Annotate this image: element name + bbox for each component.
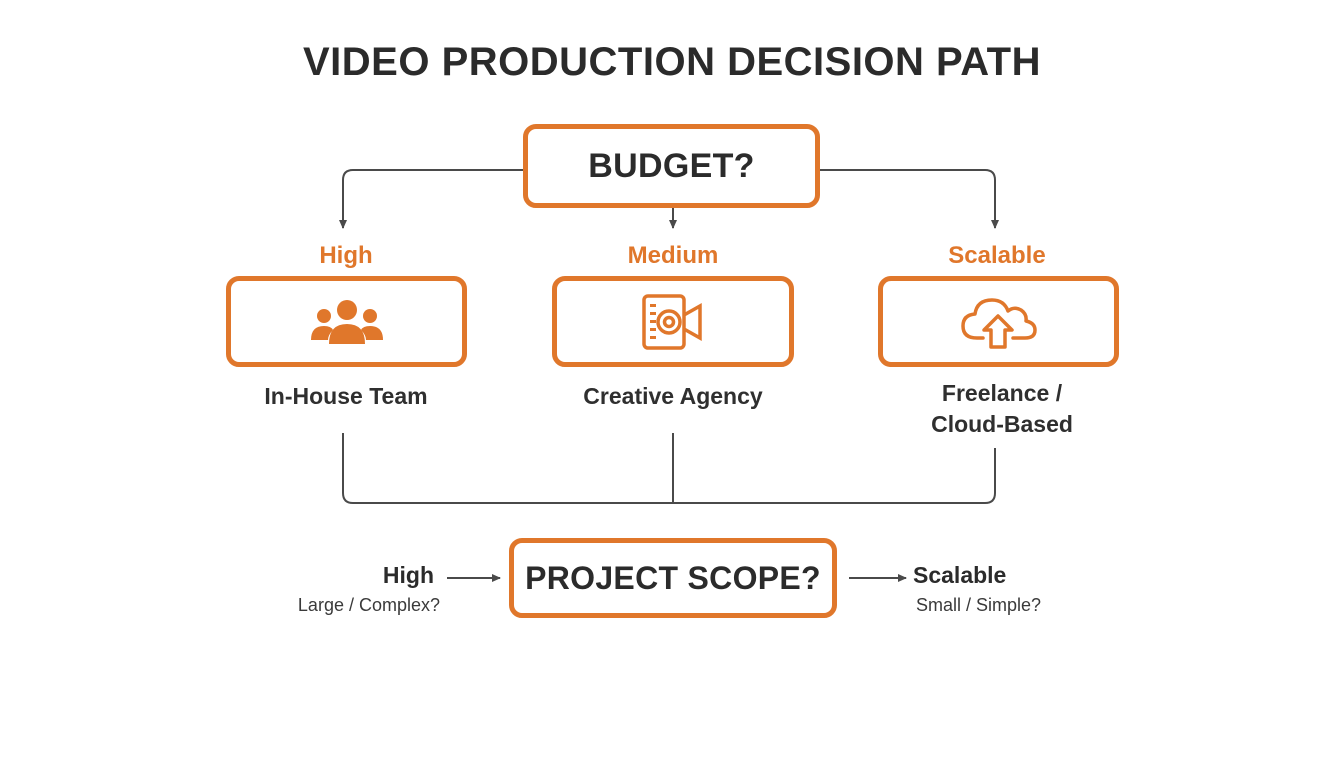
branch-level-scalable: Scalable [948,242,1046,269]
scope-right-condition: Small / Simple? [916,595,1042,615]
video-camera-icon [641,293,705,351]
budget-decision-label: BUDGET? [588,146,755,185]
connector-merge-left [342,433,673,504]
option-label-in-house: In-House Team [264,383,428,409]
scope-left-level: High [382,562,434,588]
page-title: VIDEO PRODUCTION DECISION PATH [302,40,1041,84]
option-box-in-house [226,276,467,367]
budget-decision-box: BUDGET? [523,124,820,208]
option-label-freelance: Freelance / Cloud-Based [862,378,1142,440]
connector-budget-to-scalable [818,169,999,229]
project-scope-label: PROJECT SCOPE? [525,559,821,596]
branch-level-medium: Medium [627,242,719,269]
team-icon [309,298,385,346]
option-box-freelance [878,276,1119,367]
scope-left-condition: Large / Complex? [297,595,440,615]
connector-merge-right [673,448,996,504]
cloud-upload-icon [959,294,1039,350]
option-label-freelance-line2: Cloud-Based [931,411,1073,437]
option-label-freelance-line1: Freelance / [941,380,1063,406]
option-label-agency: Creative Agency [583,383,763,409]
option-box-agency [552,276,794,367]
scope-right-level: Scalable [913,562,1007,588]
connector-budget-to-high [339,169,525,229]
project-scope-decision-box: PROJECT SCOPE? [509,538,837,618]
branch-level-high: High [319,242,373,269]
